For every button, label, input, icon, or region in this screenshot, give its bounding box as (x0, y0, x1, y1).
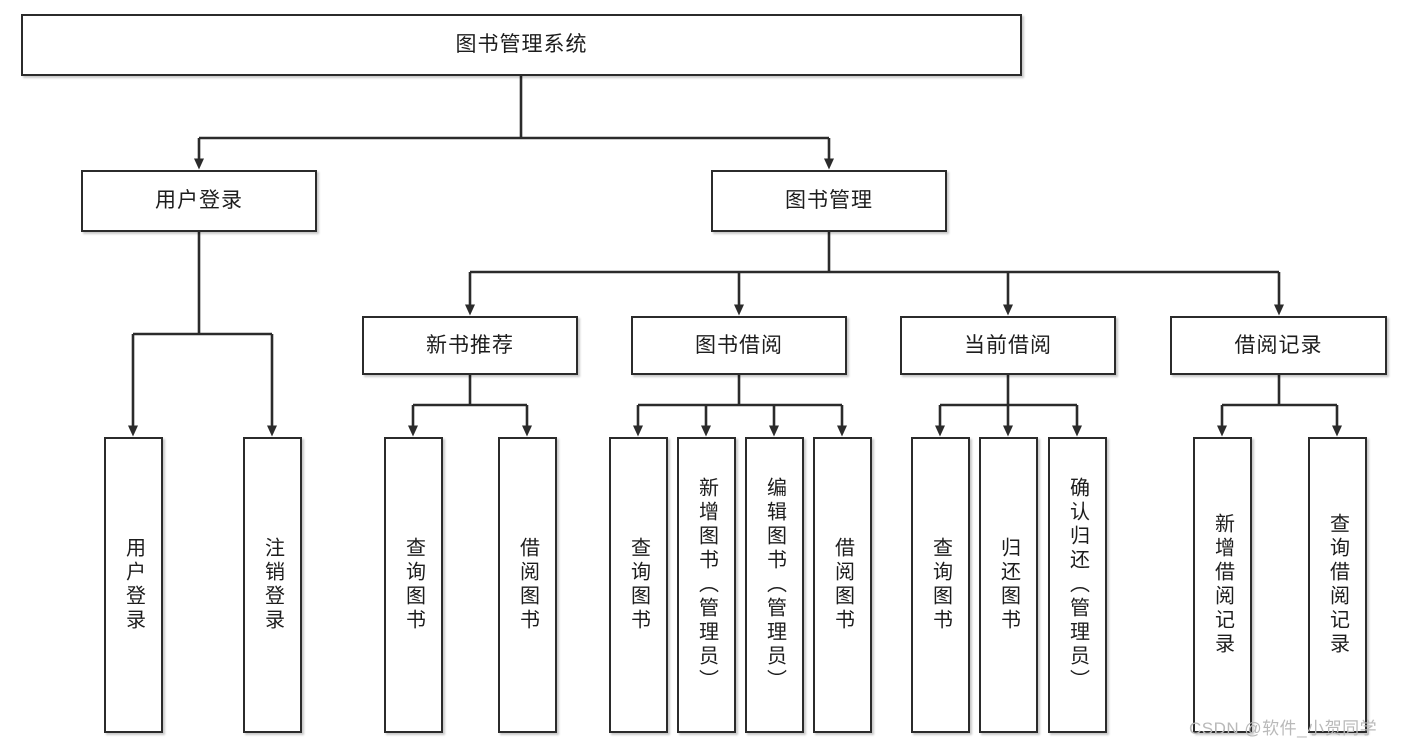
edges-bookborrow-leaves (633, 375, 847, 437)
node-leaf-user-logout[interactable]: 注销登录 (243, 437, 302, 733)
node-leaf-query-record[interactable]: 查询借阅记录 (1308, 437, 1367, 733)
node-leaf-user-logout-label: 注销登录 (261, 537, 284, 633)
node-current-borrow[interactable]: 当前借阅 (900, 316, 1116, 375)
node-user-login-label: 用户登录 (155, 189, 243, 213)
node-leaf-query-book-2[interactable]: 查询图书 (609, 437, 668, 733)
edges-userlogin-leaves (128, 232, 277, 437)
node-leaf-query-book-1-label: 查询图书 (402, 537, 425, 633)
node-leaf-query-book-3[interactable]: 查询图书 (911, 437, 970, 733)
node-leaf-add-record-label: 新增借阅记录 (1211, 513, 1234, 657)
node-book-borrow-label: 图书借阅 (695, 333, 783, 357)
node-leaf-return-book[interactable]: 归还图书 (979, 437, 1038, 733)
node-root-book-management-system[interactable]: 图书管理系统 (21, 14, 1022, 76)
node-book-manage[interactable]: 图书管理 (711, 170, 947, 232)
node-new-book-recommend[interactable]: 新书推荐 (362, 316, 578, 375)
edges-currentborrow-leaves (935, 375, 1082, 437)
edges-newbook-leaves (408, 375, 532, 437)
node-leaf-borrow-book-1-label: 借阅图书 (516, 537, 539, 633)
node-leaf-query-book-2-label: 查询图书 (627, 537, 650, 633)
node-leaf-add-book[interactable]: 新增图书（管理员） (677, 437, 736, 733)
node-leaf-query-record-label: 查询借阅记录 (1326, 513, 1349, 657)
node-current-borrow-label: 当前借阅 (964, 333, 1052, 357)
node-leaf-user-login[interactable]: 用户登录 (104, 437, 163, 733)
node-leaf-confirm-return[interactable]: 确认归还（管理员） (1048, 437, 1107, 733)
node-borrow-record-label: 借阅记录 (1234, 333, 1323, 357)
node-leaf-return-book-label: 归还图书 (997, 537, 1020, 633)
node-leaf-query-book-3-label: 查询图书 (929, 537, 952, 633)
node-leaf-add-record[interactable]: 新增借阅记录 (1193, 437, 1252, 733)
node-leaf-add-book-label: 新增图书（管理员） (695, 477, 718, 693)
node-book-borrow[interactable]: 图书借阅 (631, 316, 847, 375)
node-leaf-borrow-book-2-label: 借阅图书 (831, 537, 854, 633)
edges-borrowrecord-leaves (1217, 375, 1342, 437)
node-new-book-recommend-label: 新书推荐 (426, 333, 514, 357)
node-borrow-record[interactable]: 借阅记录 (1170, 316, 1387, 375)
node-leaf-user-login-label: 用户登录 (122, 537, 145, 633)
edges-root-level2 (194, 76, 834, 170)
node-leaf-borrow-book-1[interactable]: 借阅图书 (498, 437, 557, 733)
node-book-manage-label: 图书管理 (785, 189, 873, 213)
node-user-login[interactable]: 用户登录 (81, 170, 317, 232)
node-leaf-edit-book-label: 编辑图书（管理员） (763, 477, 786, 693)
node-leaf-query-book-1[interactable]: 查询图书 (384, 437, 443, 733)
node-leaf-borrow-book-2[interactable]: 借阅图书 (813, 437, 872, 733)
node-leaf-edit-book[interactable]: 编辑图书（管理员） (745, 437, 804, 733)
node-root-label: 图书管理系统 (455, 33, 588, 57)
node-leaf-confirm-return-label: 确认归还（管理员） (1066, 477, 1089, 693)
edges-bookmanage-level3 (465, 232, 1284, 316)
